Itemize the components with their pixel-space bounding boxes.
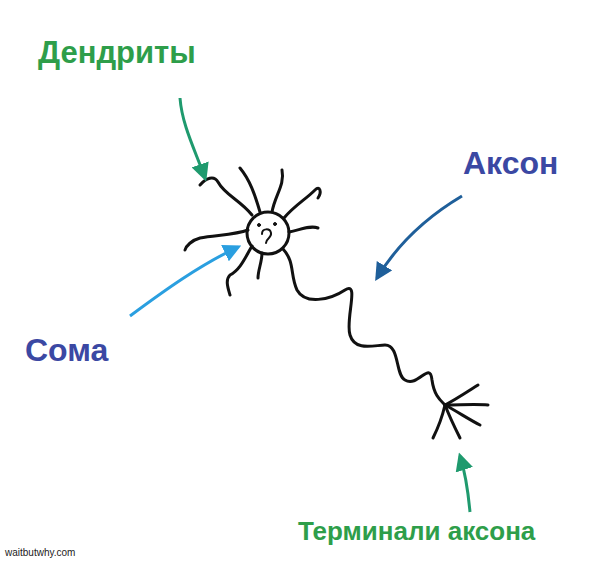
dendrite [227, 246, 252, 295]
soma-face [262, 229, 271, 243]
dendrite [289, 227, 318, 232]
watermark: waitbutwhy.com [5, 547, 75, 558]
soma-eye [274, 223, 277, 226]
part-label: Сома [25, 333, 108, 368]
axon-terminal [433, 405, 445, 438]
axon-terminal [445, 385, 478, 405]
leader-arrow [460, 456, 470, 512]
part-label: Терминали аксона [298, 517, 535, 546]
dendrite [185, 230, 248, 250]
part-label: Аксон [463, 146, 558, 181]
dendrite [200, 178, 252, 215]
axon-terminal [445, 403, 488, 406]
dendrite [258, 253, 262, 278]
neuron-drawing [185, 168, 488, 438]
soma-eye [258, 224, 261, 227]
axon-terminal [445, 405, 460, 438]
leader-arrow [377, 196, 462, 278]
leader-arrow [130, 247, 238, 316]
dendrite [272, 170, 283, 212]
part-label: Дендриты [38, 36, 196, 70]
dendrite [284, 188, 320, 218]
axon [283, 249, 445, 405]
leader-arrow [180, 98, 205, 178]
dendrite [240, 168, 260, 212]
